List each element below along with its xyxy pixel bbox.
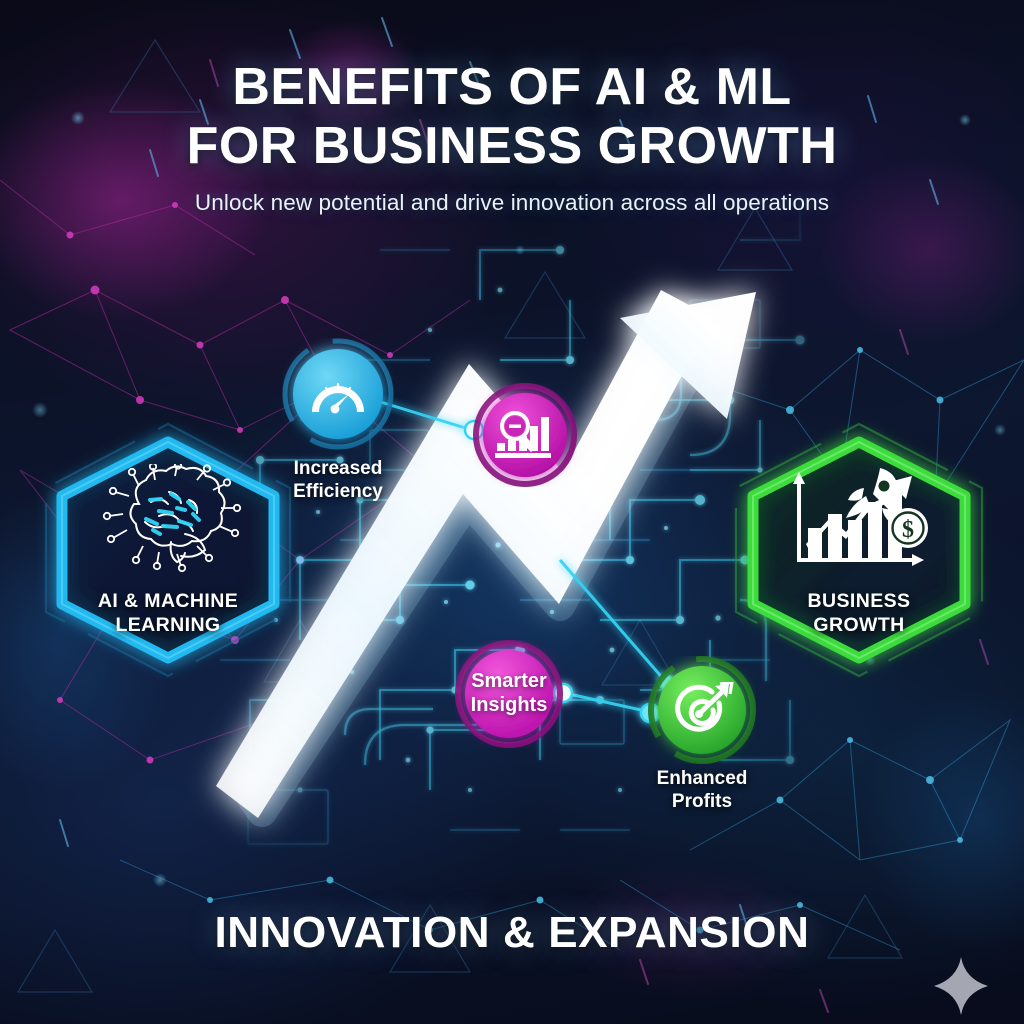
speedometer-gauge-icon: [312, 382, 364, 414]
footer-banner: INNOVATION & EXPANSION: [214, 908, 810, 957]
node-data-analytics[interactable]: [473, 383, 577, 487]
pillar-label-line-2: LEARNING: [115, 613, 221, 636]
pillar-label-line-1: BUSINESS: [807, 590, 911, 612]
pillar-business-growth[interactable]: $ BUSINESS GROWTH: [716, 418, 1002, 682]
pillar-label-line-2: GROWTH: [813, 613, 905, 636]
page-subtitle: Unlock new potential and drive innovatio…: [194, 189, 830, 215]
pillar-label-growth: BUSINESS GROWTH: [716, 590, 1002, 638]
node-ring-magenta-2: [455, 640, 563, 748]
svg-text:$: $: [902, 517, 914, 543]
node-label-line-1: Increased: [293, 458, 383, 479]
target-arrow-icon: [675, 682, 734, 732]
node-ring-cyan: [282, 338, 394, 450]
hexagon-frame-cyan: [44, 422, 292, 678]
rocket-growth-chart-icon: $: [716, 466, 1002, 574]
node-label-line-2: Insights: [470, 694, 548, 716]
node-label-line-2: Profits: [671, 790, 733, 812]
node-label-line-1: Enhanced: [656, 768, 748, 789]
node-label-line-2: Efficiency: [293, 480, 383, 502]
node-increased-efficiency[interactable]: Increased Efficiency: [282, 338, 394, 518]
node-label-enhanced-profits: Enhanced Profits: [657, 768, 748, 814]
node-label-smarter-insights: Smarter Insights: [471, 670, 548, 717]
node-smarter-insights[interactable]: Smarter Insights: [455, 640, 563, 748]
pillar-ai-machine-learning[interactable]: AI & MACHINE LEARNING: [28, 418, 308, 682]
sparkle-diamond-icon: [934, 957, 988, 1015]
header-block: BENEFITS OF AI & ML FOR BUSINESS GROWTH …: [0, 58, 1024, 216]
title-line-1: BENEFITS OF AI & ML: [232, 58, 792, 116]
node-label-increased-efficiency: Increased Efficiency: [293, 458, 383, 504]
title-line-2: FOR BUSINESS GROWTH: [186, 116, 838, 175]
pillar-label-ai: AI & MACHINE LEARNING: [28, 590, 308, 638]
page-title: BENEFITS OF AI & ML FOR BUSINESS GROWTH: [0, 58, 1024, 176]
pillar-label-line-1: AI & MACHINE: [97, 590, 239, 612]
node-label-line-1: Smarter: [471, 670, 547, 693]
node-enhanced-profits[interactable]: Enhanced Profits: [648, 656, 756, 826]
magnifier-bar-chart-icon: [495, 411, 551, 458]
brain-circuit-icon: [28, 464, 308, 574]
